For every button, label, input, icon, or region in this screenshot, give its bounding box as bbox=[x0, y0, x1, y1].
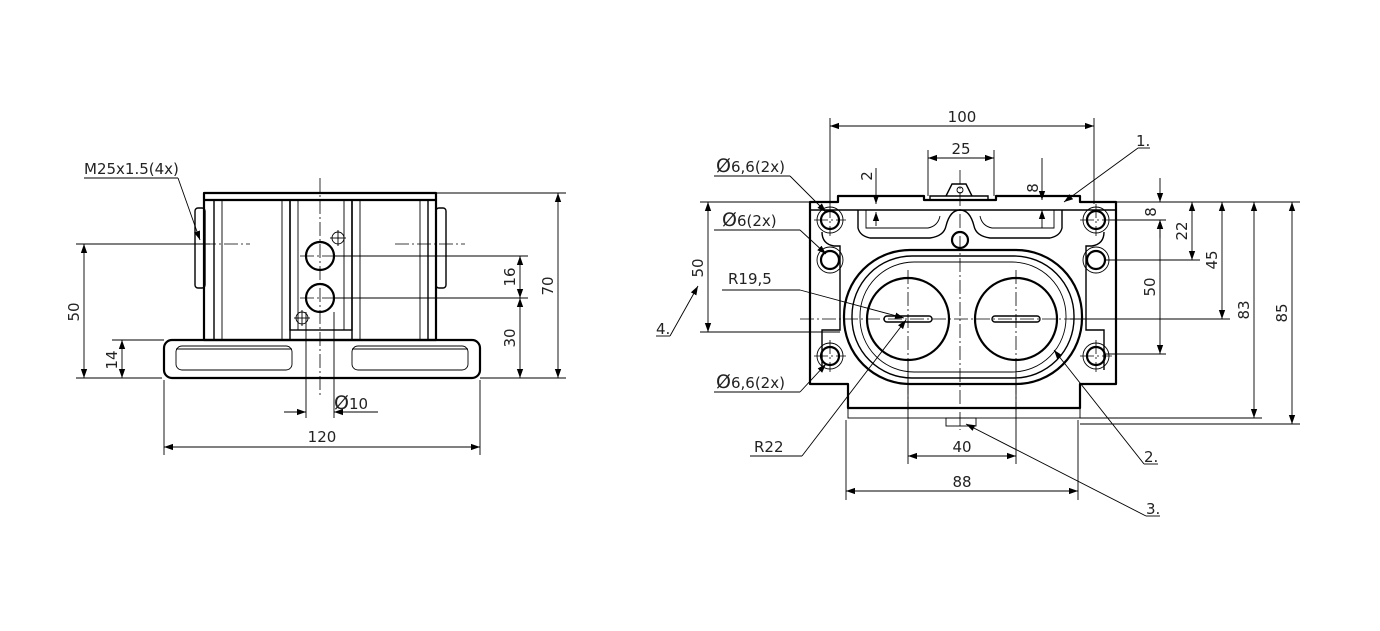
callout-dia-66-bottom: Ø6,6(2x) bbox=[716, 371, 785, 393]
mount-hole-mr bbox=[1085, 249, 1107, 271]
oval-housing-outer bbox=[842, 248, 1084, 386]
item-label-4: 4. bbox=[656, 320, 670, 338]
dim-100: 100 bbox=[948, 108, 977, 126]
top-view: 100 25 2 8 8 22 45 50 83 85 bbox=[656, 108, 1300, 518]
right-boss bbox=[435, 207, 447, 289]
dim-2: 2 bbox=[858, 171, 876, 181]
item-label-2: 2. bbox=[1144, 448, 1158, 466]
dim-40: 40 bbox=[952, 438, 971, 456]
dim-22: 22 bbox=[1173, 221, 1191, 240]
dim-85: 85 bbox=[1273, 303, 1291, 322]
dim-8-top: 8 bbox=[1024, 183, 1042, 193]
dim-45: 45 bbox=[1203, 250, 1221, 269]
dim-dia-10: Ø10 bbox=[334, 392, 368, 414]
dim-50-left-view: 50 bbox=[689, 258, 707, 277]
dim-70: 70 bbox=[539, 276, 557, 295]
callout-r22: R22 bbox=[754, 438, 784, 456]
dim-50-left: 50 bbox=[65, 302, 83, 321]
callout-dia-66-top: Ø6,6(2x) bbox=[716, 155, 785, 177]
flange-plate bbox=[808, 194, 1118, 410]
dim-8-right: 8 bbox=[1142, 207, 1160, 217]
callout-r195: R19,5 bbox=[728, 270, 772, 288]
dim-30: 30 bbox=[501, 328, 519, 347]
dim-83: 83 bbox=[1235, 300, 1253, 319]
item-label-3: 3. bbox=[1146, 500, 1160, 518]
left-boss bbox=[194, 207, 206, 289]
item-label-1: 1. bbox=[1136, 132, 1150, 150]
dim-25: 25 bbox=[951, 140, 970, 158]
thread-callout: M25x1.5(4x) bbox=[84, 160, 179, 178]
side-view: 50 14 16 30 70 120 Ø10 M25x1.5(4x) bbox=[65, 160, 566, 455]
dim-16: 16 bbox=[501, 267, 519, 286]
mount-hole-ml bbox=[819, 249, 841, 271]
dim-14: 14 bbox=[103, 350, 121, 369]
dim-88: 88 bbox=[952, 473, 971, 491]
dim-50-right: 50 bbox=[1141, 277, 1159, 296]
dim-120: 120 bbox=[308, 428, 337, 446]
callout-dia-6: Ø6(2x) bbox=[722, 209, 777, 231]
